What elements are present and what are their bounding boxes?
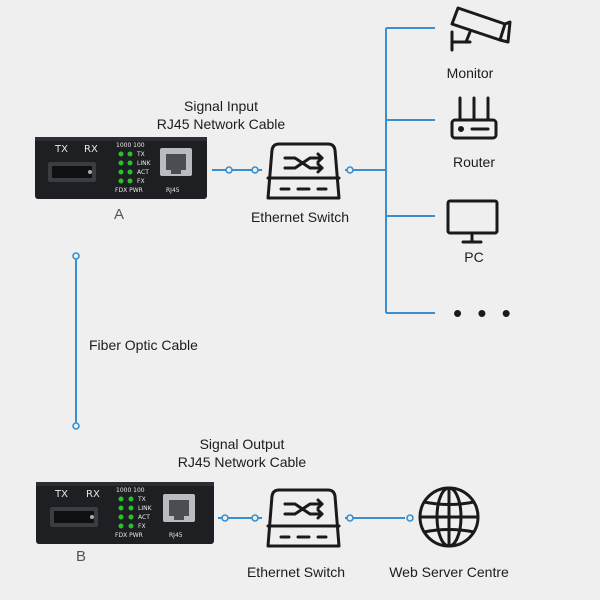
- pc-monitor-icon: [446, 199, 499, 244]
- converter-a-led-act: ACT: [137, 169, 149, 176]
- converter-b-led-fx: FX: [138, 523, 146, 530]
- more-devices-ellipsis: • • •: [453, 298, 515, 328]
- media-converter-b: [36, 482, 214, 544]
- converter-a-fdx-pwr: FDX PWR: [115, 187, 143, 194]
- router-label: Router: [452, 154, 496, 170]
- converter-b-fdx-pwr: FDX PWR: [115, 532, 143, 539]
- globe-icon: [418, 486, 480, 548]
- router-icon: [450, 96, 498, 140]
- cctv-camera-icon: [450, 6, 512, 52]
- converter-a-led-fx: FX: [137, 178, 145, 185]
- cable-endpoints: [72, 166, 414, 522]
- converter-a-tx: TX: [55, 144, 68, 155]
- converter-a-letter: A: [114, 206, 125, 223]
- pc-label: PC: [464, 249, 484, 265]
- signal-input-title: Signal Input: [184, 98, 258, 114]
- converter-b-speed: 1000 100: [116, 487, 145, 494]
- converter-a-rj45: RJ45: [166, 187, 180, 194]
- cables: [75, 27, 435, 519]
- ethernet-switch-icon: [266, 488, 341, 548]
- converter-b-led-link: LINK: [138, 505, 152, 512]
- converter-b-tx: TX: [55, 489, 68, 500]
- bottom-switch-label: Ethernet Switch: [246, 564, 346, 580]
- monitor-label: Monitor: [446, 65, 494, 81]
- converter-b-led-act: ACT: [138, 514, 150, 521]
- signal-output-subtitle: RJ45 Network Cable: [177, 454, 307, 470]
- converter-a-led-tx: TX: [137, 151, 145, 158]
- converter-b-rj45: RJ45: [169, 532, 183, 539]
- converter-b-led-tx: TX: [138, 496, 146, 503]
- converter-b-rx: RX: [86, 489, 100, 500]
- top-switch-label: Ethernet Switch: [250, 209, 350, 225]
- media-converter-a: [35, 137, 207, 199]
- fiber-optic-label: Fiber Optic Cable: [89, 337, 198, 353]
- converter-b-letter: B: [76, 548, 87, 565]
- signal-output-title: Signal Output: [199, 436, 285, 452]
- converter-a-speed: 1000 100: [116, 142, 145, 149]
- status-leds: [118, 151, 133, 184]
- signal-input-subtitle: RJ45 Network Cable: [156, 116, 286, 132]
- converter-a-rx: RX: [84, 144, 98, 155]
- ethernet-switch-icon: [266, 142, 341, 200]
- status-leds: [118, 496, 134, 529]
- converter-a-led-link: LINK: [137, 160, 151, 167]
- web-server-label: Web Server Centre: [389, 564, 509, 580]
